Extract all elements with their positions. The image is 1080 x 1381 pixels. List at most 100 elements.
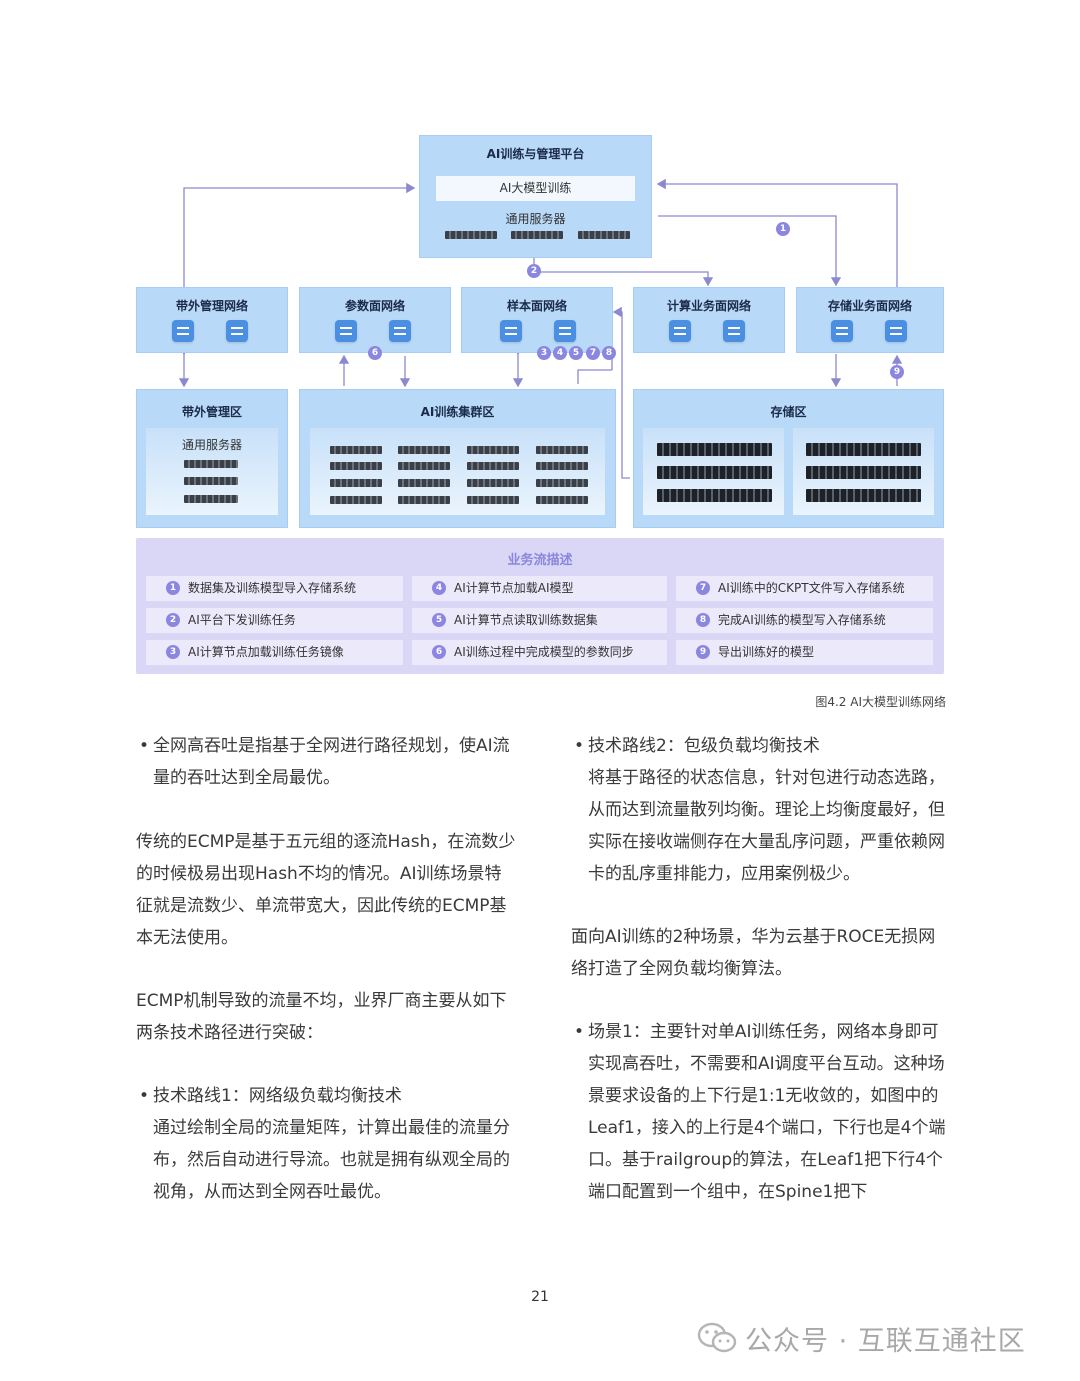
server-icon	[184, 477, 238, 485]
watermark: 公众号 · 互联互通社区	[697, 1318, 1026, 1358]
platform-server-label: 通用服务器	[505, 212, 566, 226]
server-icon	[330, 496, 382, 504]
network-title: 带外管理网络	[175, 299, 248, 313]
storage-array-icon	[806, 489, 921, 502]
network-box-compute: 计算业务面网络	[633, 287, 785, 353]
paragraph-huawei-cloud: 面向AI训练的2种场景，华为云基于ROCE无损网络打造了全网负载均衡算法。	[571, 927, 936, 979]
zone-inner-right	[793, 428, 934, 515]
server-icon	[398, 496, 450, 504]
bullet-scenario-1: • 场景1：主要针对单AI训练任务，网络本身即可实现高吞吐，不需要和AI调度平台…	[574, 1016, 950, 1208]
bullet-route-2: • 技术路线2：包级负载均衡技术 将基于路径的状态信息，针对包进行动态选路，从而…	[574, 730, 950, 890]
server-icon	[511, 231, 563, 239]
legend-marker: 8	[696, 612, 710, 627]
paragraph-ecmp-imbalance: ECMP机制导致的流量不均，业界厂商主要从如下两条技术路径进行突破：	[136, 991, 507, 1043]
legend-text: 完成AI训练的模型写入存储系统	[718, 613, 886, 627]
storage-array-icon	[657, 489, 772, 502]
zone-title: AI训练集群区	[420, 405, 495, 419]
server-icon	[578, 231, 630, 239]
server-icon	[330, 446, 382, 454]
zone-inner-left	[643, 428, 784, 515]
marker-1: 1	[776, 222, 790, 236]
bullet-body: 将基于路径的状态信息，针对包进行动态选路，从而达到流量散列均衡。理论上均衡度最好…	[588, 768, 945, 884]
switch-icon	[389, 320, 411, 342]
legend-marker: 1	[166, 580, 180, 595]
paragraph-ecmp: 传统的ECMP是基于五元组的逐流Hash，在流数少的时候极易出现Hash不均的情…	[136, 832, 516, 948]
legend-text: AI训练中的CKPT文件写入存储系统	[718, 581, 905, 595]
marker-7: 7	[586, 346, 600, 360]
server-icon	[330, 462, 382, 470]
server-icon	[184, 460, 238, 468]
zone-title: 存储区	[770, 405, 807, 419]
switch-icon	[885, 320, 907, 342]
marker-2: 2	[527, 264, 541, 278]
marker-8: 8	[602, 346, 616, 360]
network-title: 样本面网络	[506, 299, 567, 313]
platform-subtitle-bar: AI大模型训练	[436, 176, 635, 201]
storage-array-icon	[657, 466, 772, 479]
legend-text: 导出训练好的模型	[718, 645, 815, 659]
legend-item: 2 AI平台下发训练任务	[146, 608, 403, 633]
figure-caption: 图4.2 AI大模型训练网络	[815, 695, 946, 709]
bullet-title: 技术路线2：包级负载均衡技术	[588, 736, 820, 756]
legend-text: AI计算节点加载训练任务镜像	[188, 645, 344, 659]
legend-item: 7 AI训练中的CKPT文件写入存储系统	[676, 576, 933, 601]
legend-marker: 2	[166, 612, 180, 627]
server-icon	[467, 462, 519, 470]
zone-title: 带外管理区	[181, 405, 242, 419]
server-icon	[398, 446, 450, 454]
switch-icon	[172, 320, 194, 342]
switch-icon	[226, 320, 248, 342]
switch-icon	[669, 320, 691, 342]
legend-text: AI计算节点读取训练数据集	[454, 613, 598, 627]
bullet-dot: •	[574, 736, 585, 756]
legend-marker: 3	[166, 644, 180, 659]
switch-icon	[335, 320, 357, 342]
zone-oob: 带外管理区 通用服务器	[136, 389, 288, 528]
marker-4: 4	[553, 346, 567, 360]
network-title: 参数面网络	[344, 299, 405, 313]
network-box-param: 参数面网络	[299, 287, 451, 353]
legend-marker: 7	[696, 580, 710, 595]
legend-text: AI训练过程中完成模型的参数同步	[454, 645, 634, 659]
storage-array-icon	[806, 466, 921, 479]
page-number: 21	[531, 1289, 549, 1305]
legend-marker: 4	[432, 580, 446, 595]
server-icon	[330, 479, 382, 487]
wechat-icon	[697, 1322, 737, 1353]
bullet-dot: •	[574, 1022, 585, 1042]
legend-title: 业务流描述	[507, 553, 573, 568]
switch-icon	[831, 320, 853, 342]
server-icon	[467, 496, 519, 504]
marker-5: 5	[569, 346, 583, 360]
server-icon	[398, 462, 450, 470]
network-box-sample: 样本面网络	[461, 287, 613, 353]
storage-array-icon	[806, 443, 921, 456]
legend-text: AI平台下发训练任务	[188, 613, 296, 627]
network-title: 计算业务面网络	[666, 299, 751, 313]
server-icon	[536, 462, 588, 470]
bullet-dot: •	[139, 1086, 150, 1106]
server-icon	[536, 446, 588, 454]
network-box-oob: 带外管理网络	[136, 287, 288, 353]
zone-cluster: AI训练集群区	[299, 389, 616, 528]
network-title: 存储业务面网络	[827, 299, 912, 313]
switch-icon	[500, 320, 522, 342]
zone-storage: 存储区	[633, 389, 944, 528]
marker-9: 9	[890, 365, 904, 379]
server-icon	[536, 479, 588, 487]
marker-3: 3	[537, 346, 551, 360]
bullet-route-1: • 技术路线1：网络级负载均衡技术 通过绘制全局的流量矩阵，计算出最佳的流量分布…	[139, 1080, 515, 1208]
server-icon	[536, 496, 588, 504]
watermark-text: 公众号 · 互联互通社区	[745, 1325, 1026, 1357]
bullet-title: 技术路线1：网络级负载均衡技术	[153, 1086, 402, 1106]
legend-item: 1 数据集及训练模型导入存储系统	[146, 576, 403, 601]
bullet-body: 通过绘制全局的流量矩阵，计算出最佳的流量分布，然后自动进行导流。也就是拥有纵观全…	[153, 1118, 510, 1202]
server-icon	[184, 495, 238, 503]
legend-text: 数据集及训练模型导入存储系统	[188, 581, 357, 595]
bullet-text: 全网高吞吐是指基于全网进行路径规划，使AI流量的吞吐达到全局最优。	[153, 736, 510, 788]
marker-6: 6	[368, 346, 382, 360]
